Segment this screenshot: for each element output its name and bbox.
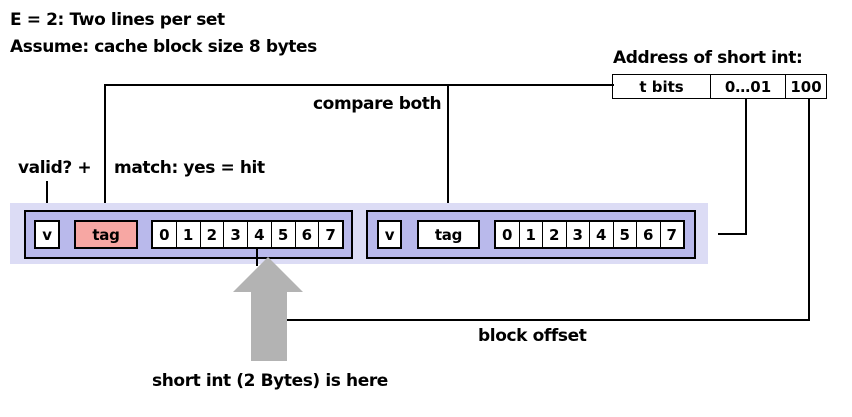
block-offset-label: block offset [478, 326, 587, 346]
line1-byte-4: 4 [248, 222, 272, 247]
compare-both-label: compare both [313, 94, 442, 114]
line2-byte-3: 3 [566, 222, 590, 247]
line2-tag: tag [417, 220, 480, 249]
set-index-connector-vertical [745, 98, 747, 235]
line2-byte-2: 2 [543, 222, 567, 247]
set-index-connector-horizontal [718, 233, 747, 235]
header-line-1: E = 2: Two lines per set [10, 10, 225, 30]
line1-byte-6: 6 [295, 222, 320, 247]
line2-byte-5: 5 [613, 222, 637, 247]
line1-byte-7: 7 [319, 222, 342, 247]
line1-byte-2: 2 [200, 222, 225, 247]
tag-connector-horizontal [104, 84, 614, 86]
tag-connector-line2 [447, 84, 449, 221]
line2-byte-1: 1 [519, 222, 543, 247]
address-fields: t bits 0…01 100 [612, 74, 827, 99]
line1-byte-1: 1 [176, 222, 201, 247]
short-int-label: short int (2 Bytes) is here [152, 371, 388, 391]
line1-block-bytes: 0 1 2 3 4 5 6 7 [151, 220, 344, 249]
line2-byte-6: 6 [637, 222, 661, 247]
line2-byte-7: 7 [660, 222, 683, 247]
line1-valid-bit: v [34, 220, 60, 249]
address-tag-bits: t bits [613, 75, 711, 98]
line1-byte-0: 0 [153, 222, 177, 247]
valid-plus-label: valid? + [18, 158, 92, 178]
address-block-offset: 100 [786, 75, 826, 98]
line1-byte-3: 3 [224, 222, 248, 247]
header-line-2: Assume: cache block size 8 bytes [10, 37, 317, 57]
line1-tag: tag [74, 220, 138, 249]
line2-byte-0: 0 [496, 222, 520, 247]
tag-connector-line1 [104, 84, 106, 221]
byte-pointer-line [256, 248, 258, 266]
block-offset-connector-horizontal [287, 319, 810, 321]
line2-block-bytes: 0 1 2 3 4 5 6 7 [494, 220, 685, 249]
address-set-index: 0…01 [711, 75, 786, 98]
match-label: match: yes = hit [114, 158, 265, 178]
line2-valid-bit: v [377, 220, 402, 249]
block-offset-connector-vertical [808, 98, 810, 321]
address-title: Address of short int: [613, 48, 803, 68]
up-arrow-shape [233, 257, 303, 361]
line2-byte-4: 4 [590, 222, 614, 247]
valid-connector [46, 181, 48, 221]
line1-byte-5: 5 [271, 222, 296, 247]
